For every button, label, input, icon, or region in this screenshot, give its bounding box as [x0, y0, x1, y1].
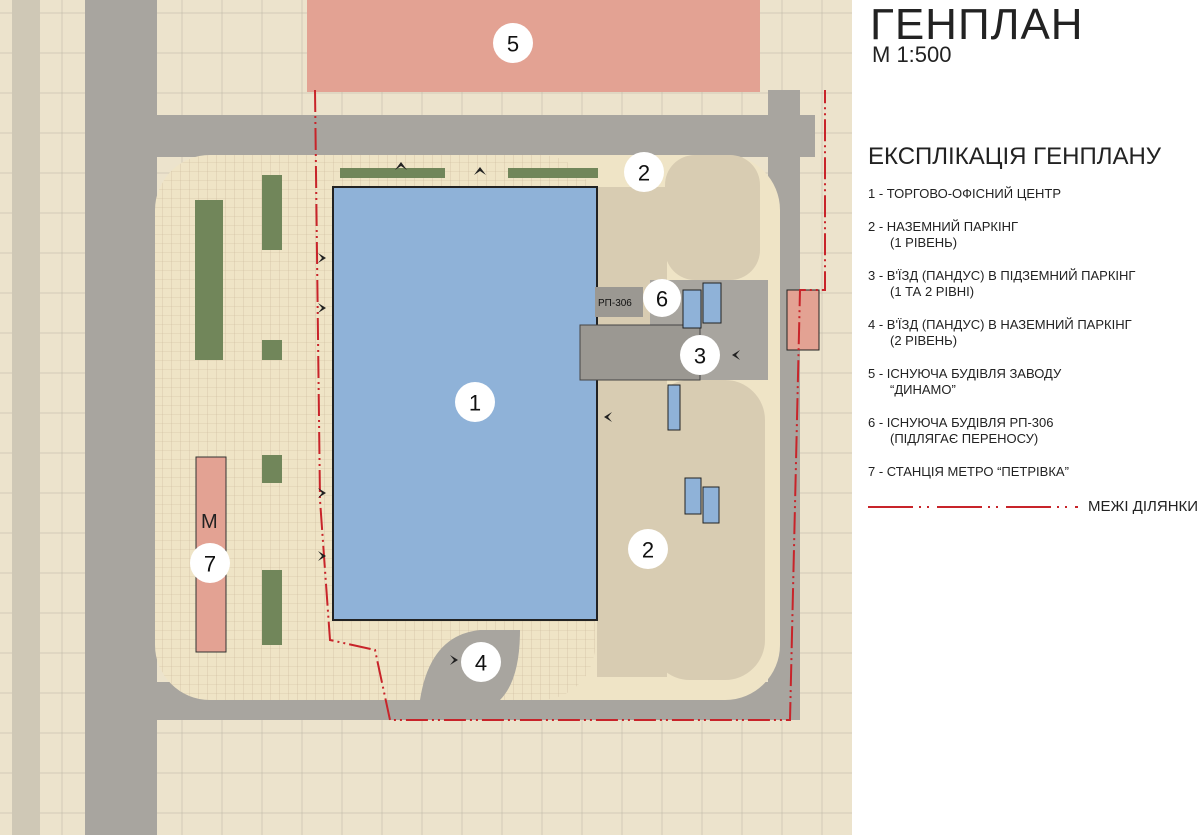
svg-text:4: 4	[475, 651, 487, 676]
marker-7: 7	[190, 543, 230, 583]
site-boundary-line	[314, 89, 826, 721]
marker-2-lower: 2	[628, 529, 668, 569]
legend-list: 1 - ТОРГОВО-ОФІСНИЙ ЦЕНТР 2 - НАЗЕМНИЙ П…	[868, 186, 1135, 497]
svg-text:3: 3	[694, 344, 706, 369]
site-plan-map: М 1 2 2 3 4 5 6 7 РП-306	[0, 0, 852, 835]
svg-text:1: 1	[469, 391, 481, 416]
rp-306-building	[595, 287, 643, 317]
marker-1: 1	[455, 382, 495, 422]
road-left	[85, 0, 157, 835]
legend-item: 2 - НАЗЕМНИЙ ПАРКІНГ(1 РІВЕНЬ)	[868, 219, 1019, 250]
marker-5: 5	[493, 23, 533, 63]
legend-item: 4 - В'ЇЗД (ПАНДУС) В НАЗЕМНИЙ ПАРКІНГ(2 …	[868, 317, 1132, 348]
rp-306-label: РП-306	[598, 298, 632, 309]
marker-4: 4	[461, 642, 501, 682]
legend-item: 1 - ТОРГОВО-ОФІСНИЙ ЦЕНТР	[868, 186, 1061, 201]
svg-text:2: 2	[642, 538, 654, 563]
parking-2-upper	[665, 155, 760, 280]
ramp-underground-parking	[579, 324, 701, 381]
marker-2-upper: 2	[624, 152, 664, 192]
legend-item: 7 - СТАНЦІЯ МЕТРО “ПЕТРІВКА”	[868, 464, 1069, 479]
green-areas	[195, 168, 598, 645]
road-top	[155, 115, 815, 157]
legend-item: 5 - ІСНУЮЧА БУДІВЛЯ ЗАВОДУ“ДИНАМО”	[868, 366, 1062, 397]
parking-2-lower	[650, 380, 765, 680]
small-existing-building	[786, 289, 820, 351]
marker-3: 3	[680, 335, 720, 375]
marker-6: 6	[643, 279, 681, 317]
svg-text:М: М	[201, 511, 218, 533]
boundary-line-sample	[868, 505, 1078, 508]
entrance-arrows	[318, 162, 740, 665]
legend-boundary: МЕЖІ ДІЛЯНКИ	[868, 498, 1198, 515]
legend-title: ЕКСПЛІКАЦІЯ ГЕНПЛАНУ	[868, 143, 1162, 170]
page-title: ГЕНПЛАН	[870, 0, 1084, 49]
legend-item: 6 - ІСНУЮЧА БУДІВЛЯ РП-306(ПІДЛЯГАЄ ПЕРЕ…	[868, 415, 1054, 446]
svg-text:7: 7	[204, 552, 216, 577]
legend-item: 3 - В'ЇЗД (ПАНДУС) В ПІДЗЕМНИЙ ПАРКІНГ(1…	[868, 268, 1136, 299]
scale-label: М 1:500	[872, 42, 952, 67]
svg-text:2: 2	[638, 161, 650, 186]
svg-text:5: 5	[507, 32, 519, 57]
existing-building-dynamo	[307, 0, 760, 92]
svg-text:6: 6	[656, 287, 668, 312]
